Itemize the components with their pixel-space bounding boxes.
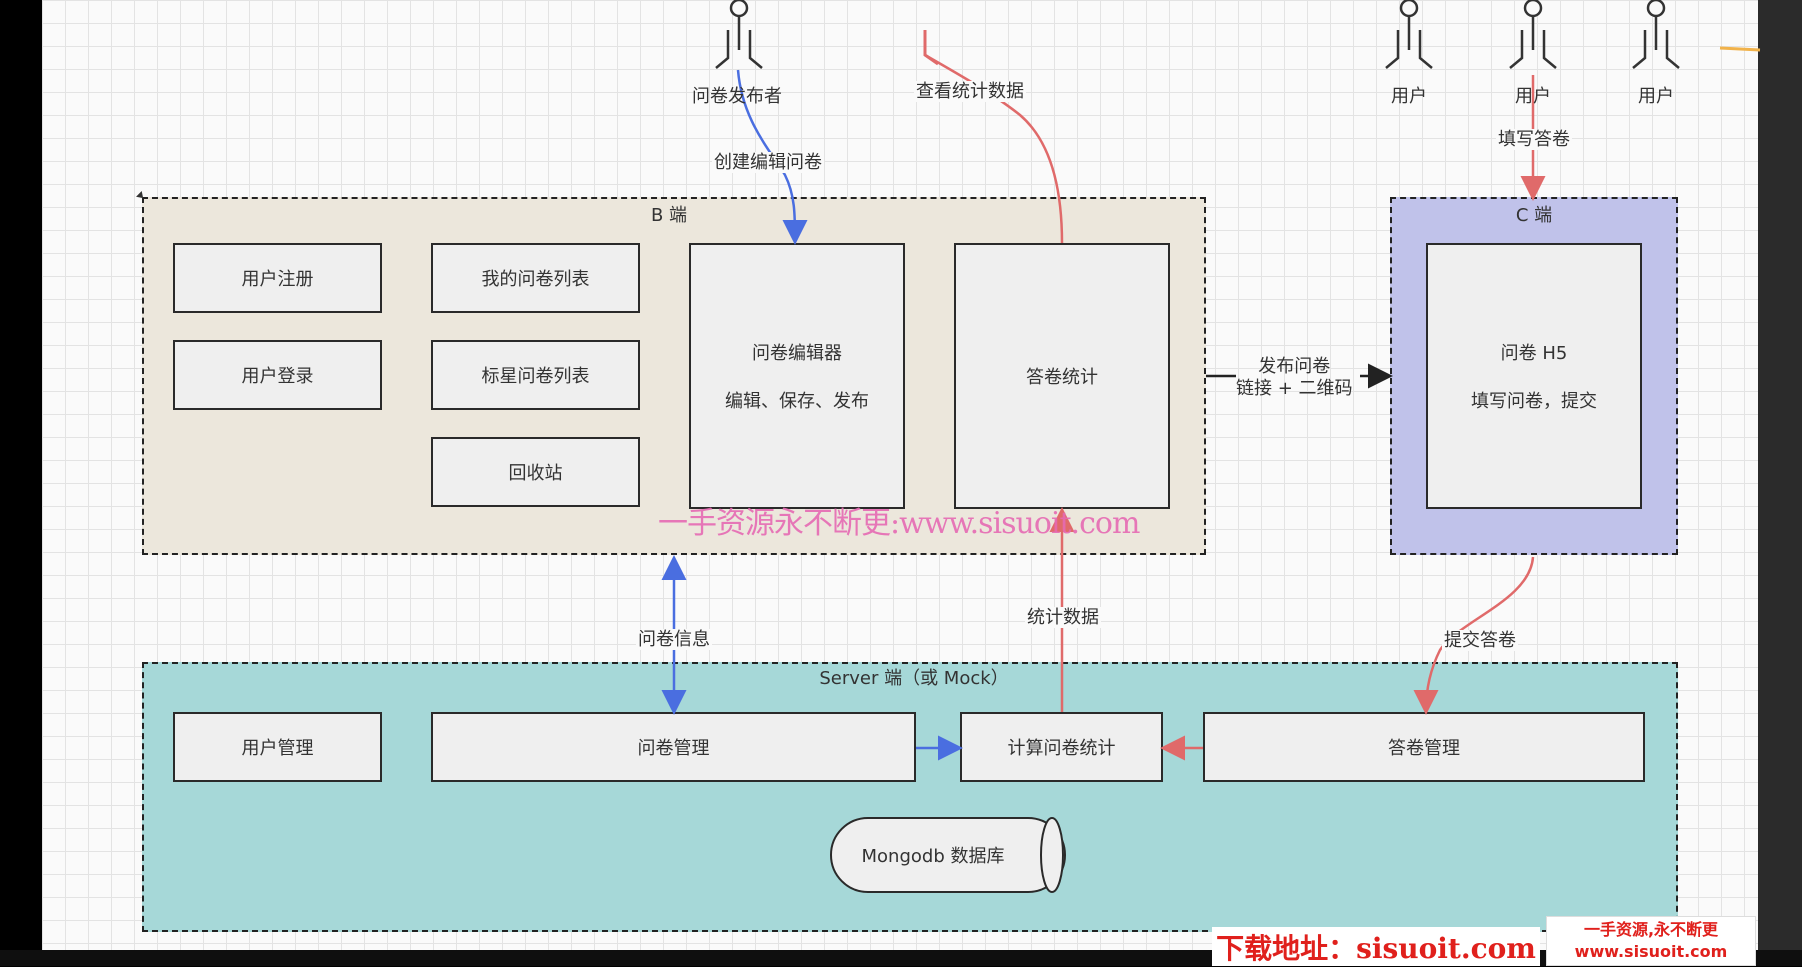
c-region-title: C 端 [1515, 205, 1553, 226]
create-edit-label: 创建编辑问卷 [712, 152, 824, 173]
user-management-box: 用户管理 [173, 712, 382, 782]
user-login-label: 用户登录 [241, 366, 314, 387]
user-management-label: 用户管理 [241, 738, 314, 759]
corner-watermark-line2: www.sisuoit.com [1574, 942, 1728, 961]
download-watermark[interactable]: 下载地址：sisuoit.com [1212, 927, 1540, 966]
star-survey-list-label: 标星问卷列表 [481, 366, 590, 387]
user1-label: 用户 [1391, 86, 1427, 107]
user-login-box: 用户登录 [173, 340, 382, 410]
b-region-title: B 端 [650, 205, 688, 226]
publisher-label: 问卷发布者 [692, 86, 782, 107]
survey-management-box: 问卷管理 [431, 712, 916, 782]
user3-label: 用户 [1638, 86, 1674, 107]
calc-stats-label: 计算问卷统计 [1007, 738, 1116, 759]
user2-label: 用户 [1515, 86, 1551, 107]
mongodb-database: Mongodb 数据库 [830, 817, 1066, 893]
answer-stats-label: 答卷统计 [1026, 367, 1098, 388]
right-edge-strip [1758, 0, 1802, 950]
star-survey-list-box: 标星问卷列表 [431, 340, 640, 410]
answer-management-box: 答卷管理 [1203, 712, 1645, 782]
trash-label: 回收站 [508, 463, 563, 484]
survey-info-label: 问卷信息 [636, 629, 712, 650]
publish-label: 发布问卷 链接 + 二维码 [1236, 356, 1353, 399]
survey-h5-title: 问卷 H5 [1500, 343, 1568, 364]
corner-watermark[interactable]: 一手资源,永不断更 www.sisuoit.com [1546, 916, 1756, 966]
corner-watermark-line1: 一手资源,永不断更 [1583, 920, 1719, 939]
answer-stats-box: 答卷统计 [954, 243, 1170, 509]
center-watermark: 一手资源永不断更:www.sisuoit.com [658, 506, 1140, 541]
survey-editor-subtitle: 编辑、保存、发布 [725, 391, 869, 412]
user-register-box: 用户注册 [173, 243, 382, 313]
server-region-title: Server 端（或 Mock） [819, 668, 1009, 689]
survey-editor-title: 问卷编辑器 [752, 343, 842, 364]
stats-data-label: 统计数据 [1025, 607, 1101, 628]
survey-editor-box: 问卷编辑器 编辑、保存、发布 [689, 243, 905, 509]
answer-management-label: 答卷管理 [1388, 738, 1460, 759]
survey-h5-box: 问卷 H5 填写问卷，提交 [1426, 243, 1642, 509]
survey-management-label: 问卷管理 [637, 738, 710, 759]
calc-stats-box: 计算问卷统计 [960, 712, 1163, 782]
view-stats-label: 查看统计数据 [914, 81, 1026, 102]
submit-answer-label: 提交答卷 [1442, 630, 1518, 651]
user-register-label: 用户注册 [241, 269, 314, 290]
fill-survey-label: 填写答卷 [1496, 129, 1572, 150]
my-survey-list-box: 我的问卷列表 [431, 243, 640, 313]
mongodb-database-label: Mongodb 数据库 [861, 846, 1005, 867]
survey-h5-subtitle: 填写问卷，提交 [1471, 391, 1597, 412]
my-survey-list-label: 我的问卷列表 [481, 269, 590, 290]
trash-box: 回收站 [431, 437, 640, 507]
